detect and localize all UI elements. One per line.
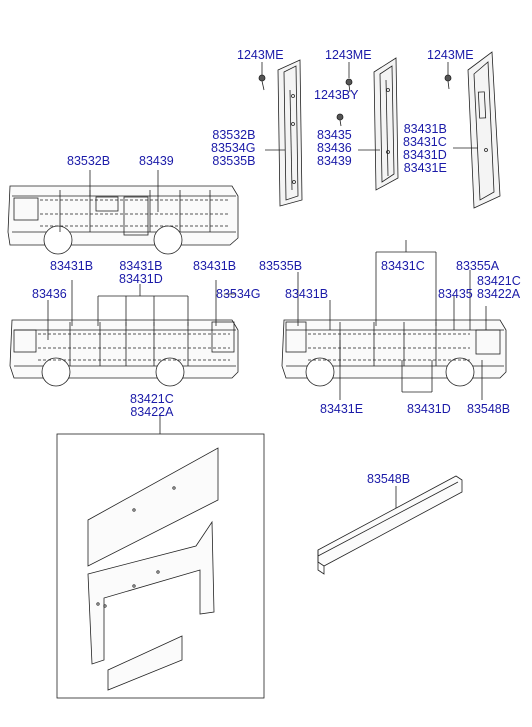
part-label: 83422A — [130, 405, 174, 419]
bus-left-label-3: 83431B — [193, 259, 237, 273]
bus-right-bottom-left: 83431E — [320, 402, 364, 416]
left-pillar-panel — [277, 59, 303, 207]
bus-right-top-right-a: 83355A — [456, 259, 500, 273]
part-label: 83439 — [317, 154, 352, 168]
screw-left-icon — [258, 74, 266, 91]
part-label: 83535B — [212, 154, 256, 168]
bus-left-label-2: 83431B 83431D — [119, 260, 163, 286]
part-label: 83421C — [477, 274, 521, 288]
part-label: 83431D — [403, 148, 447, 162]
bus-right-outline — [281, 319, 507, 387]
bus-right-top-center: 83431C — [381, 259, 425, 273]
screw-middle-b-label: 1243BY — [314, 88, 359, 102]
part-label: 83421C — [130, 392, 174, 406]
right-panel-parts: 83431B 83431C 83431D 83431E — [403, 123, 447, 175]
right-pillar-panel — [467, 51, 501, 209]
screw-left-label: 1243ME — [237, 48, 284, 62]
part-label: 83431B — [403, 122, 447, 136]
bus-top-label-a: 83532B — [67, 154, 111, 168]
part-label: 83431B — [119, 259, 163, 273]
bus-top-outline — [7, 185, 239, 255]
part-label: 83532B — [212, 128, 256, 142]
insulation-kit-label: 83421C 83422A — [130, 393, 174, 419]
bus-left-outline — [9, 319, 239, 387]
bus-left-label-right: 83534G — [216, 287, 261, 301]
bus-left-label-left: 83436 — [32, 287, 67, 301]
screw-middle-a-icon — [345, 78, 353, 93]
part-label: 83431C — [403, 135, 447, 149]
bus-right-top-right-b: 83421C 83422A — [477, 275, 521, 301]
screw-middle-a-label: 1243ME — [325, 48, 372, 62]
screw-middle-b-icon — [336, 113, 344, 127]
part-label: 83436 — [317, 141, 352, 155]
part-label: 83431E — [403, 161, 447, 175]
bus-right-top-left: 83535B — [259, 259, 303, 273]
part-label: 83435 — [317, 128, 352, 142]
bus-right-bottom-right: 83548B — [467, 402, 511, 416]
step-molding-label: 83548B — [367, 472, 411, 486]
bus-right-bottom-center: 83431D — [407, 402, 451, 416]
part-label: 83431D — [119, 272, 163, 286]
screw-right-label: 1243ME — [427, 48, 474, 62]
step-molding — [317, 475, 463, 575]
bus-top-label-b: 83439 — [139, 154, 174, 168]
bus-left-label-1: 83431B — [50, 259, 94, 273]
part-label: 83534G — [211, 141, 256, 155]
insulation-kit-box — [56, 414, 265, 699]
bus-right-mid-right: 83435 — [438, 287, 473, 301]
part-label: 83422A — [477, 287, 521, 301]
left-panel-parts: 83532B 83534G 83535B — [211, 129, 255, 168]
middle-pillar-panel — [373, 57, 399, 191]
middle-panel-parts: 83435 83436 83439 — [317, 129, 352, 168]
screw-right-icon — [444, 74, 452, 90]
bus-right-mid-left: 83431B — [285, 287, 329, 301]
